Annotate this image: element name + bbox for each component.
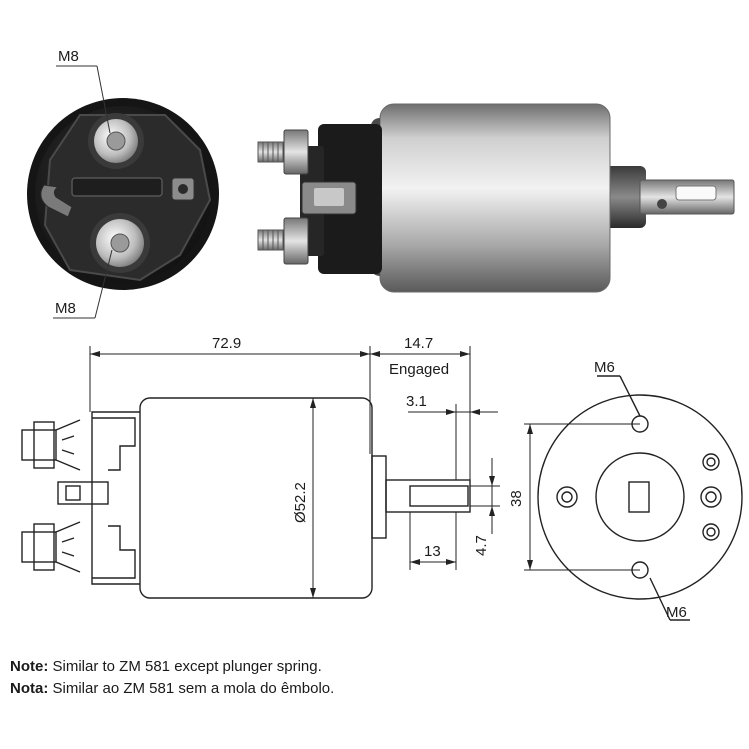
- top-m8-label: M8: [58, 48, 79, 65]
- lower-stud-threads: [262, 230, 284, 250]
- drawing-spade-hole: [65, 485, 81, 501]
- m6-bottom-label: M6: [666, 604, 687, 621]
- drawing-cap-lower-detail: [92, 525, 136, 579]
- drawing-lower-washer: [55, 521, 81, 573]
- bus-bar: [71, 177, 163, 197]
- drawing-mount-hole-bottom: [631, 561, 649, 579]
- drawing-hole-lower-right: [702, 523, 720, 541]
- arrow-13-left: [410, 559, 420, 565]
- arrow-14-7-right: [460, 351, 470, 357]
- arrow-diameter-top: [310, 398, 316, 408]
- end-view-drawing: [537, 375, 743, 621]
- dim-diameter-label: Ø52.2: [292, 482, 309, 523]
- dimension-lines: [89, 346, 640, 598]
- arrow-3-1-right: [470, 409, 480, 415]
- arrow-3-1-left: [446, 409, 456, 415]
- dim-38-label: 38: [508, 490, 525, 507]
- solenoid-can: [379, 103, 611, 293]
- arrow-4-7-top: [489, 476, 495, 486]
- drawing-lower-stud: [21, 531, 57, 563]
- drawing-hole-left-inner: [561, 491, 573, 503]
- plunger-boss: [600, 166, 646, 228]
- drawing-plunger-boss: [371, 455, 387, 539]
- note-english-text: Similar to ZM 581 except plunger spring.: [48, 658, 322, 675]
- bottom-bolt-stud: [110, 233, 130, 253]
- drawing-can: [139, 397, 373, 599]
- lower-nut: [283, 217, 309, 265]
- note-english: Note: Similar to ZM 581 except plunger s…: [10, 656, 334, 678]
- note-portuguese-label: Nota:: [10, 680, 49, 697]
- dim-4-7-label: 4.7: [473, 535, 490, 556]
- side-view-drawing: [21, 397, 471, 599]
- top-bolt-stud: [106, 131, 126, 151]
- arrow-4-7-bottom: [489, 506, 495, 516]
- drawing-end-outline: [537, 394, 743, 600]
- arrow-13-right: [446, 559, 456, 565]
- spade-connector-face: [314, 188, 344, 206]
- arrow-38-bottom: [527, 560, 533, 570]
- note-portuguese: Nota: Similar ao ZM 581 sem a mola do êm…: [10, 678, 334, 700]
- drawing-upper-nut: [33, 421, 55, 469]
- arrow-14-7-left: [370, 351, 380, 357]
- spade-terminal: [40, 184, 73, 218]
- drawing-upper-washer: [55, 419, 81, 471]
- drawing-cap-upper-detail: [92, 417, 136, 471]
- dim-14-7-label: 14.7: [404, 335, 433, 352]
- drawing-hole-lower-right-inner: [706, 527, 716, 537]
- drawing-hole-right: [700, 486, 722, 508]
- dim-72-9-label: 72.9: [212, 335, 241, 352]
- small-tab-hole: [178, 184, 188, 194]
- note-english-label: Note:: [10, 658, 49, 675]
- arrow-72-9-right: [360, 351, 370, 357]
- plunger-slot: [675, 185, 717, 201]
- notes: Note: Similar to ZM 581 except plunger s…: [10, 656, 334, 700]
- upper-stud-threads: [262, 142, 284, 162]
- note-portuguese-text: Similar ao ZM 581 sem a mola do êmbolo.: [48, 680, 335, 697]
- drawing-plunger-slot: [409, 485, 469, 507]
- drawing-hole-upper-right-inner: [706, 457, 716, 467]
- arrow-diameter-bottom: [310, 588, 316, 598]
- drawing-hole-right-inner: [705, 491, 717, 503]
- arrow-72-9-left: [90, 351, 100, 357]
- drawing-upper-stud: [21, 429, 57, 461]
- drawing-end-slot: [628, 481, 650, 513]
- side-view-photo: [257, 103, 735, 293]
- dim-13-label: 13: [424, 543, 441, 560]
- dim-3-1-label: 3.1: [406, 393, 427, 410]
- drawing-hole-upper-right: [702, 453, 720, 471]
- drawing-lower-nut: [33, 523, 55, 571]
- leader-m6-top: [619, 375, 641, 417]
- drawing-hole-left: [556, 486, 578, 508]
- drawing-spade: [57, 481, 109, 505]
- leader-top-m8: [96, 65, 111, 134]
- leader-m6-bottom: [649, 577, 671, 621]
- arrowheads: [90, 351, 533, 598]
- drawing-plunger-rod: [385, 479, 471, 513]
- drawing-cap: [91, 411, 140, 585]
- dim-engaged-label: Engaged: [389, 361, 449, 378]
- drawing-end-boss: [595, 452, 685, 542]
- m6-top-label: M6: [594, 359, 615, 376]
- arrow-38-top: [527, 424, 533, 434]
- plunger-pin: [657, 199, 667, 209]
- end-view-photo: M8 M8: [27, 48, 219, 319]
- leader-bottom-m8: [94, 249, 113, 319]
- bottom-m8-label: M8: [55, 300, 76, 317]
- upper-nut: [283, 129, 309, 175]
